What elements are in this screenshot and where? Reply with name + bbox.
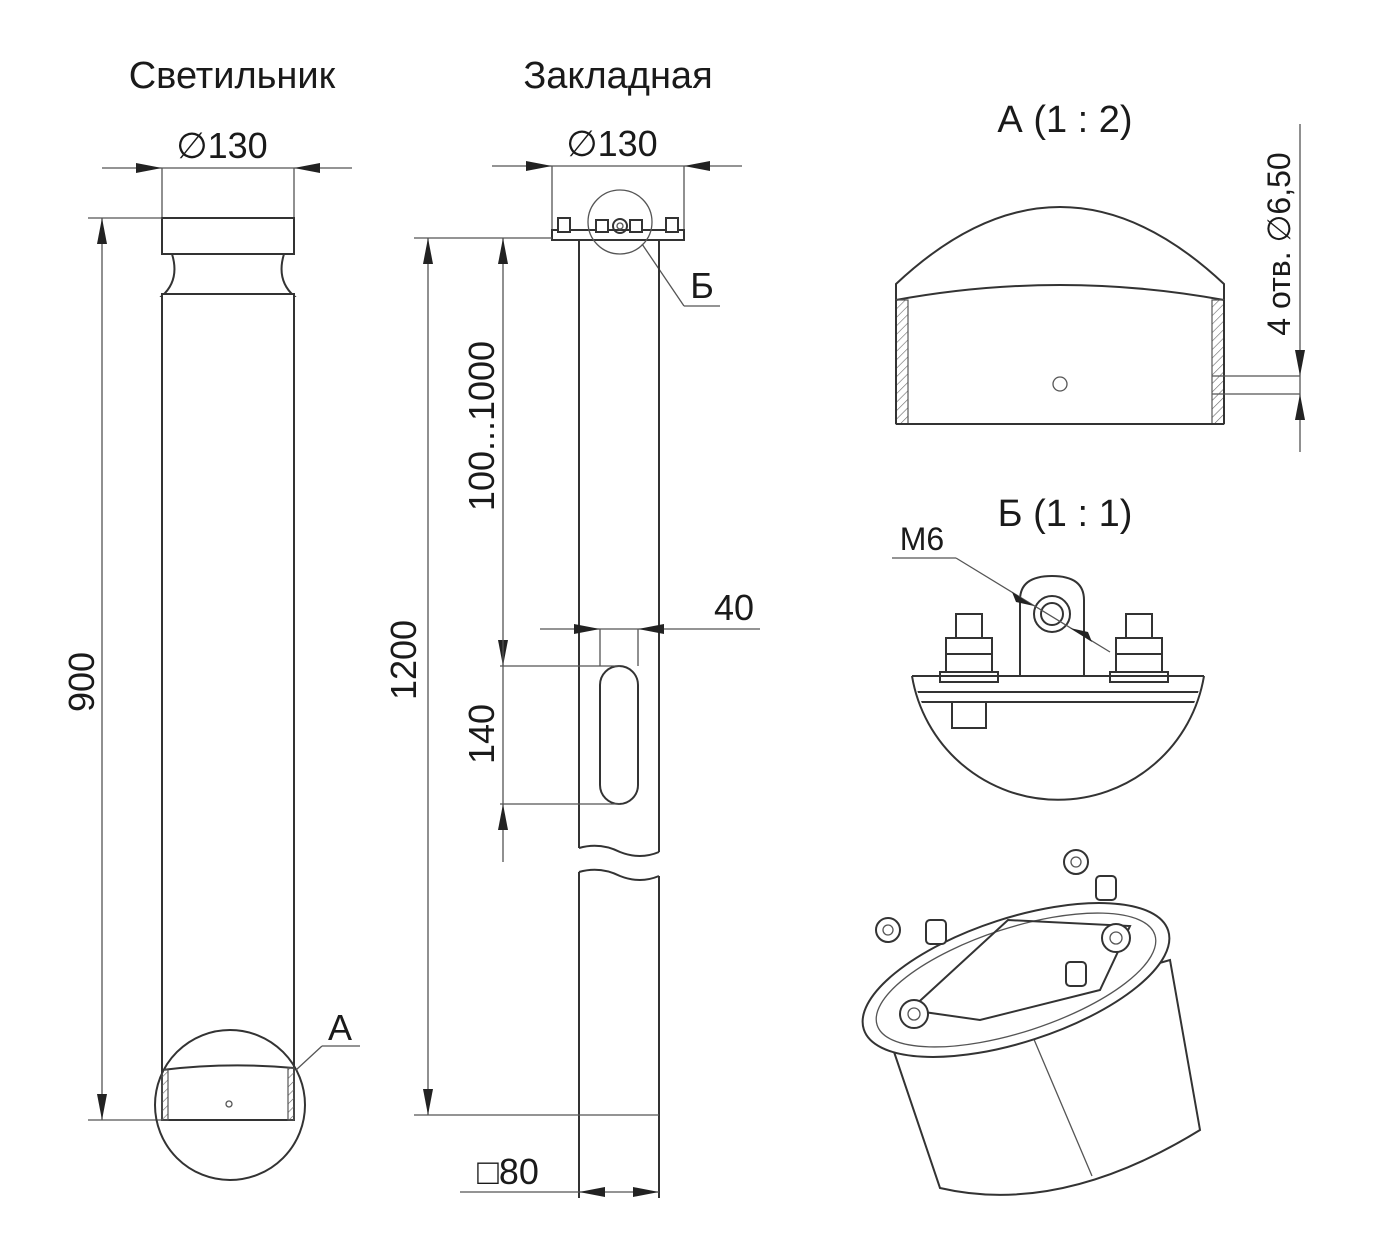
arrow — [1070, 628, 1092, 642]
luminaire-column — [161, 293, 295, 1121]
luminaire-height-label: 900 — [61, 652, 102, 712]
detail-b-marker: Б — [690, 265, 714, 306]
detail-a-title: А (1 : 2) — [997, 99, 1132, 141]
arrow-up — [423, 238, 433, 264]
section-label: □80 — [477, 1151, 539, 1192]
detail-a-view: А (1 : 2) 4 отв. ∅6,50 — [895, 99, 1305, 452]
arrow-up — [498, 238, 508, 264]
arrow-right — [633, 1187, 659, 1197]
arrow-up — [97, 218, 107, 244]
flange-bolts — [557, 217, 679, 234]
detail-a-wall-left — [895, 299, 909, 425]
embedded-flange — [551, 229, 685, 241]
embedded-diameter-label: ∅130 — [566, 123, 657, 164]
arrow-up — [1295, 394, 1305, 420]
detail-a-inner — [161, 1064, 295, 1121]
cable-slot — [599, 665, 639, 805]
luminaire-view: Светильник ∅130 900 А — [61, 55, 360, 1181]
detail-b-title: Б (1 : 1) — [998, 493, 1133, 535]
hole-label: 4 отв. ∅6,50 — [1261, 152, 1297, 335]
arrow-down — [1295, 350, 1305, 376]
arrow — [1012, 592, 1034, 606]
iso-seam — [1029, 1029, 1093, 1177]
pipe-break-bottom — [578, 868, 660, 881]
luminaire-title: Светильник — [129, 55, 336, 97]
detail-b-callout-arc — [911, 675, 1205, 801]
arrow-right — [574, 624, 600, 634]
embedded-title: Закладная — [523, 55, 712, 97]
arrow-left — [638, 624, 664, 634]
detail-a-dome — [895, 206, 1225, 300]
luminaire-diameter-label: ∅130 — [176, 125, 267, 166]
detail-b-inner — [910, 574, 1206, 729]
detail-b-callout-circle — [587, 189, 653, 255]
arrow-right — [526, 161, 552, 171]
isometric-view — [861, 849, 1202, 1196]
arrow-down — [97, 1094, 107, 1120]
iso-flange-inner — [875, 912, 1157, 1048]
detail-b-view: Б (1 : 1) М6 — [892, 493, 1206, 801]
detail-a-callout-circle — [154, 1029, 306, 1181]
detail-a-rim — [895, 284, 1225, 301]
iso-plate — [907, 918, 1132, 1022]
arrow-up — [498, 804, 508, 830]
detail-a-marker: А — [328, 1007, 352, 1048]
arrow-left — [294, 163, 320, 173]
embedded-view: Закладная ∅130 Б — [383, 55, 760, 1198]
detail-b-leader — [641, 243, 685, 307]
luminaire-neck — [159, 253, 297, 297]
detail-a-hole — [1052, 376, 1068, 392]
total-height-label: 1200 — [383, 620, 424, 700]
thread-label: М6 — [900, 521, 944, 557]
arrow-right — [136, 163, 162, 173]
iso-lugs — [875, 849, 1131, 1029]
arrow-left — [579, 1187, 605, 1197]
slot-width-label: 40 — [714, 587, 754, 628]
luminaire-head — [161, 217, 295, 255]
slot-height-label: 140 — [461, 704, 502, 764]
arrow-left — [684, 161, 710, 171]
detail-a-wall-right — [1211, 299, 1225, 425]
detail-a-leader — [295, 1045, 323, 1071]
pipe-break-top — [578, 844, 660, 857]
iso-nuts — [925, 875, 1117, 987]
iso-flange — [861, 902, 1171, 1058]
arrow-down — [423, 1089, 433, 1115]
adjust-range-label: 100...1000 — [461, 341, 502, 511]
